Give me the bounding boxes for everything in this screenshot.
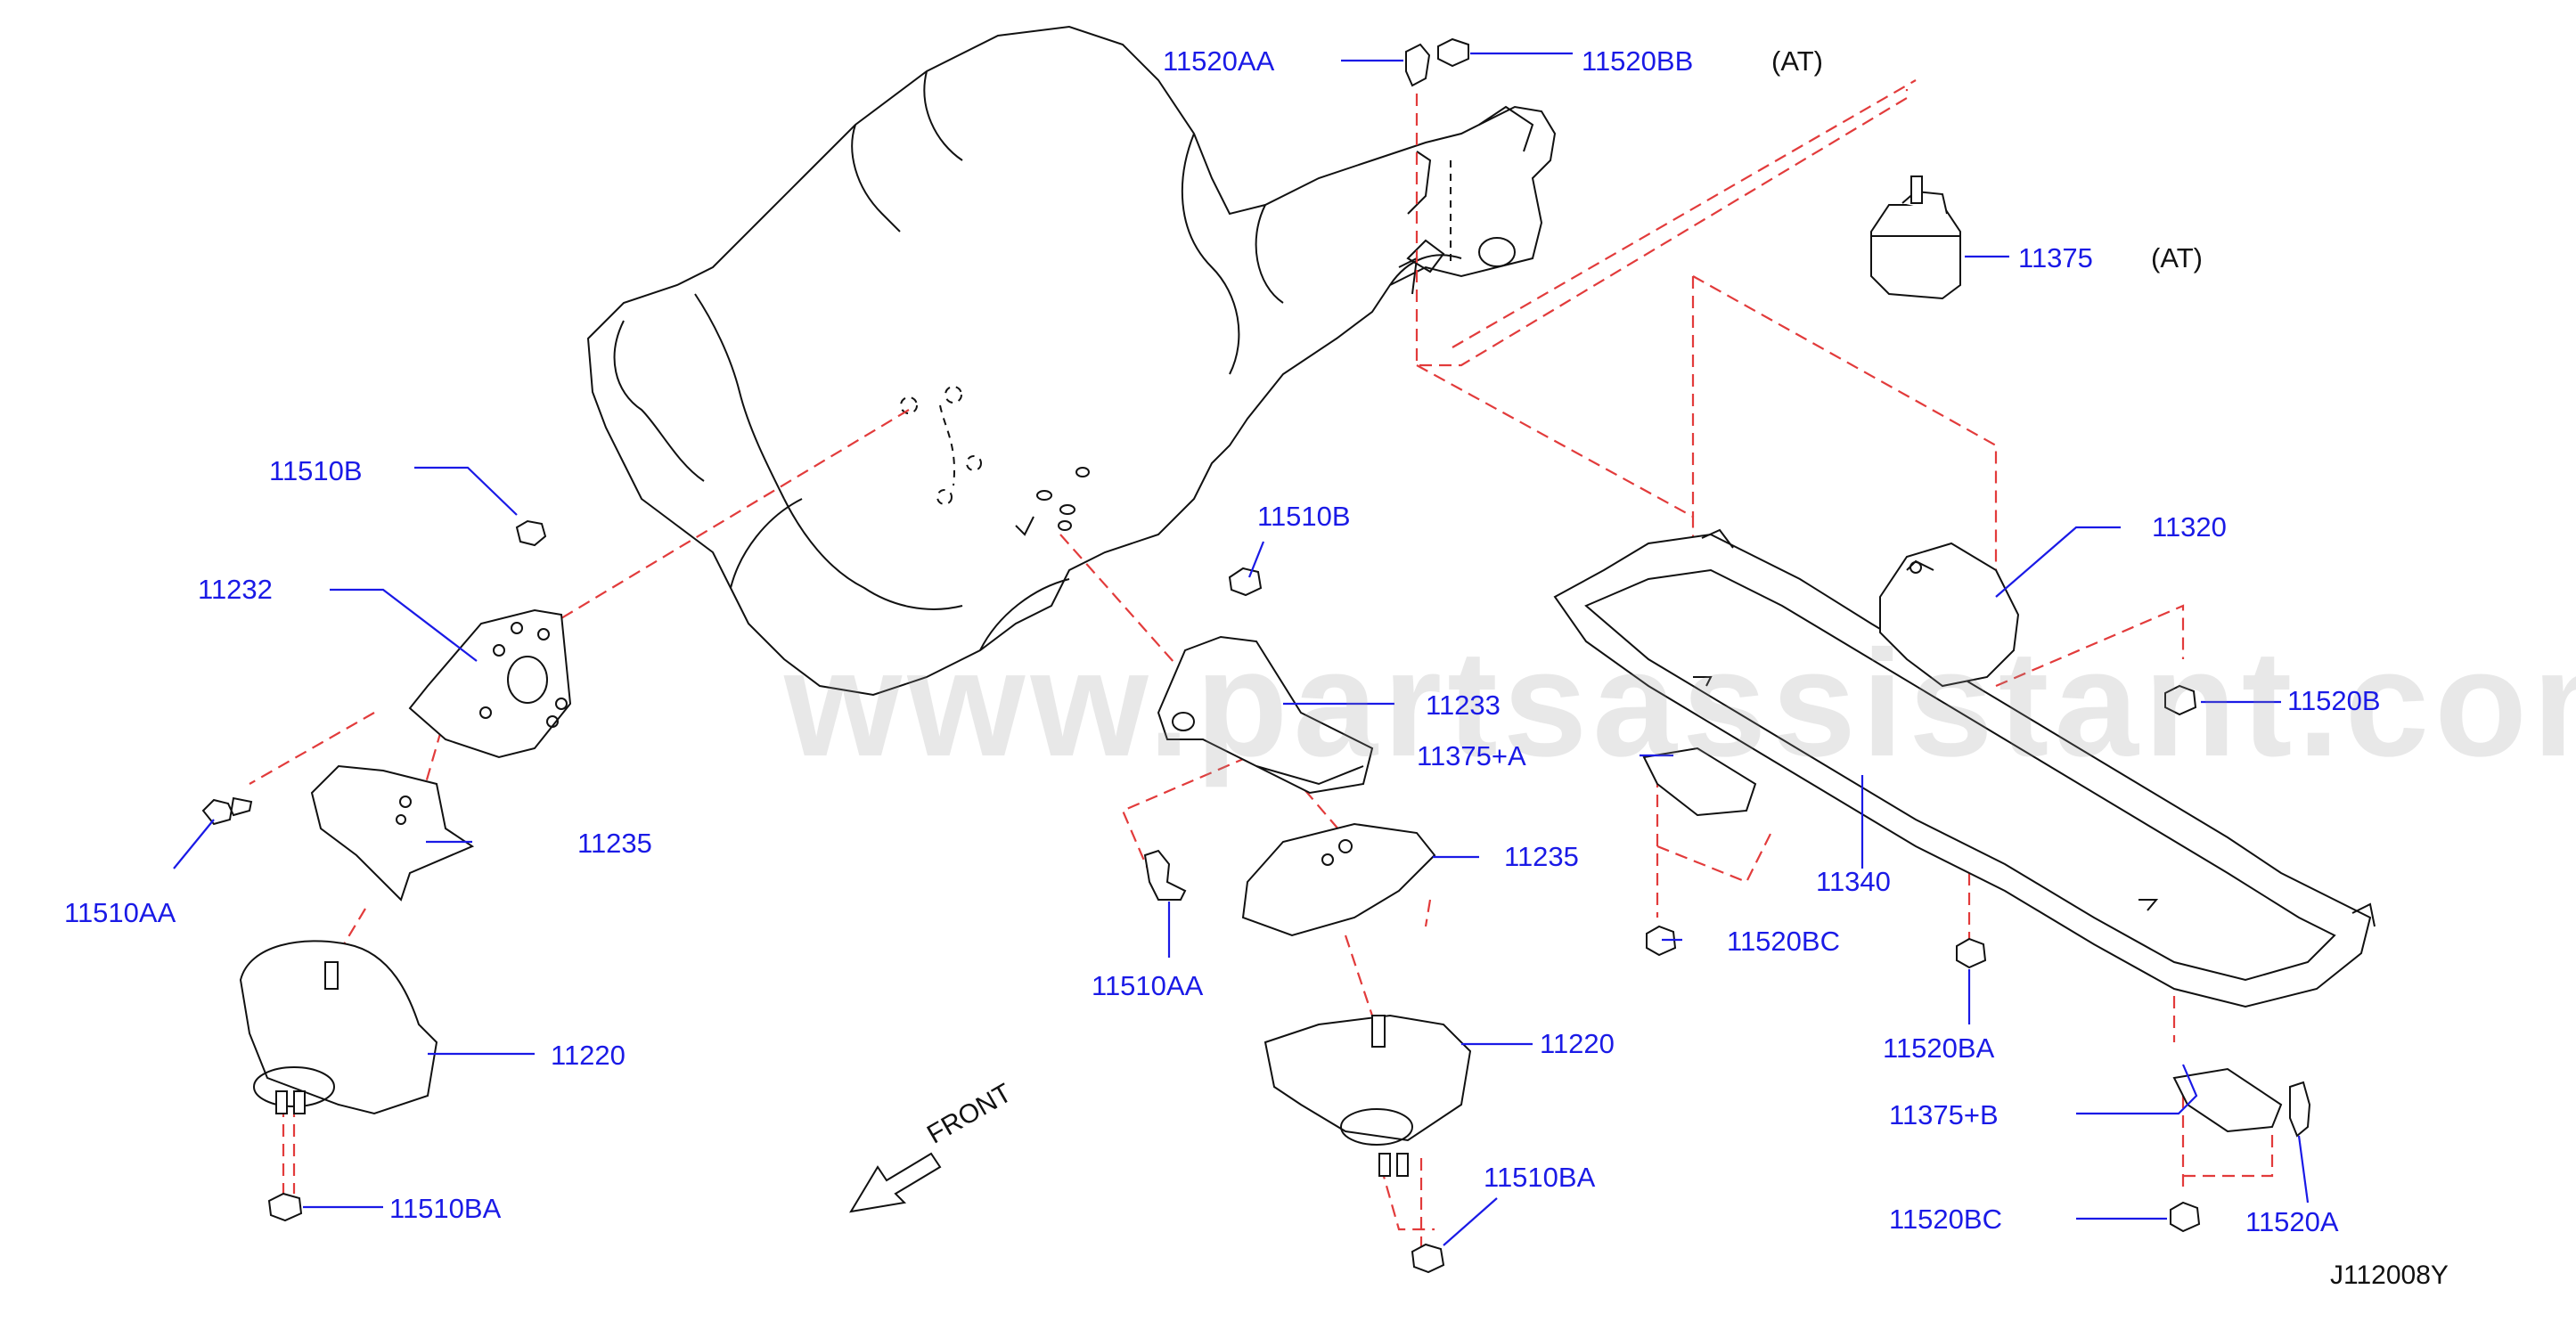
part-label-11375A[interactable]: 11375+A — [1417, 740, 1526, 771]
part-label-11235-left[interactable]: 11235 — [577, 828, 652, 859]
part-label-11510BA-mid[interactable]: 11510BA — [1484, 1162, 1596, 1193]
mid-engine-mount-11220 — [1263, 1014, 1472, 1177]
watermark: www.partsassistant.com — [784, 619, 2576, 788]
left-engine-mount-11220 — [239, 940, 438, 1115]
left-bracket-11232 — [408, 608, 572, 759]
part-label-11510AA-mid[interactable]: 11510AA — [1092, 970, 1204, 1001]
part-label-11520BB[interactable]: 11520BB — [1582, 45, 1694, 77]
part-label-11520BC-bottom[interactable]: 11520BC — [1889, 1204, 2002, 1235]
part-label-11375[interactable]: 11375 — [2018, 242, 2093, 273]
part-label-11520B[interactable]: 11520B — [2287, 685, 2381, 716]
part-label-11220-left[interactable]: 11220 — [551, 1040, 626, 1071]
part-label-11233[interactable]: 11233 — [1426, 690, 1501, 721]
engine-transmission-drawing — [586, 25, 1557, 697]
at-fasteners-top — [1405, 37, 1469, 87]
mid-insulator-shield-11235 — [1241, 822, 1436, 937]
part-label-11520BC-mid[interactable]: 11520BC — [1727, 926, 1840, 957]
part-label-11340[interactable]: 11340 — [1816, 866, 1891, 897]
part-label-11375B[interactable]: 11375+B — [1889, 1099, 1999, 1130]
front-arrow-icon — [849, 1152, 942, 1213]
left-insulator-shield-11235 — [310, 764, 475, 902]
label-leader-lines — [173, 52, 2310, 1246]
part-label-11510AA-left[interactable]: 11510AA — [64, 897, 176, 928]
part-label-11510BA-left[interactable]: 11510BA — [389, 1193, 502, 1224]
part-label-11220-mid[interactable]: 11220 — [1540, 1028, 1615, 1059]
part-label-11510B-mid[interactable]: 11510B — [1257, 501, 1351, 532]
at-mount-11375 — [1870, 175, 1961, 300]
left-fasteners — [201, 519, 547, 1222]
crossmember-11340 — [1553, 528, 2376, 1008]
part-label-11520AA-top[interactable]: 11520AA — [1163, 45, 1275, 77]
mid-bracket-11233 — [1157, 635, 1374, 795]
part-label-11520A[interactable]: 11520A — [2245, 1206, 2339, 1237]
at-mount-11320 — [1879, 542, 2020, 688]
part-label-11520BA-right[interactable]: 11520BA — [1883, 1032, 1995, 1064]
alignment-guide-lines — [249, 79, 2274, 1247]
part-label-11232[interactable]: 11232 — [198, 574, 273, 605]
note-at-1: (AT) — [1771, 45, 1823, 77]
part-label-11235-mid[interactable]: 11235 — [1504, 841, 1579, 872]
mid-fasteners — [1143, 567, 1445, 1274]
part-label-11510B-left[interactable]: 11510B — [269, 455, 363, 486]
note-at-2: (AT) — [2151, 242, 2203, 273]
part-label-11320[interactable]: 11320 — [2152, 511, 2227, 543]
crossmember-mount-pads — [1642, 684, 2311, 1233]
diagram-code: J112008Y — [2330, 1261, 2449, 1290]
